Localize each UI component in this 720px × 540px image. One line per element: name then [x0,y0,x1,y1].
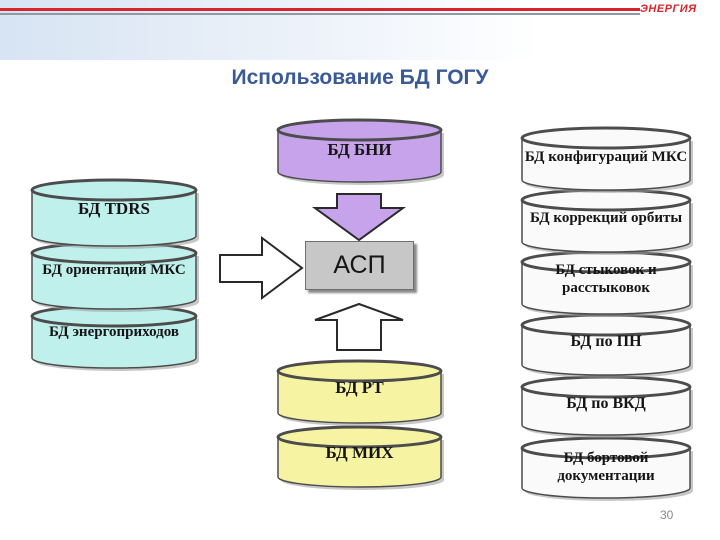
cyl-docking [520,250,693,317]
cyl-orbit [520,188,693,255]
cyl-orientation [30,241,199,312]
database-cylinders [30,118,693,501]
asp-box: АСП [305,241,414,290]
db-label-config: БД конфигураций МКС [524,149,688,166]
cyl-rt [276,359,444,427]
cyl-bni [276,118,444,185]
page-number: 30 [660,508,674,522]
db-label-energy: БД энергоприходов [49,324,179,341]
header-gray-line [0,13,640,15]
arrow-down-icon [311,193,407,242]
arrow-up-icon [314,302,404,351]
db-label-orientation: БД ориентаций МКС [42,262,186,279]
header-red-line [0,8,640,11]
asp-label: АСП [333,251,386,279]
cyl-tdrs [30,178,199,249]
db-label-rt: БД РТ [335,377,384,397]
arrow-right-icon [219,236,304,300]
page-title: Использование БД ГОГУ [231,66,489,89]
db-label-orbit: БД коррекций орбиты [529,210,683,227]
cyl-config [520,126,693,193]
db-label-mih: БД МИХ [325,442,394,462]
db-label-docking: БД стыковок и расстыковок [555,262,657,296]
energia-logo: ЭНЕРГИЯ [640,3,697,15]
db-label-tdrs: БД TDRS [78,198,150,218]
cyl-onboard [520,436,693,501]
db-label-eva: БД по ВКД [566,394,646,412]
db-label-onboard-docs: БД бортовой документации [557,450,655,484]
cyl-eva [520,375,693,438]
db-label-payload: БД по ПН [570,332,642,350]
db-label-bni: БД БНИ [327,139,392,159]
cyl-mih [276,425,444,490]
